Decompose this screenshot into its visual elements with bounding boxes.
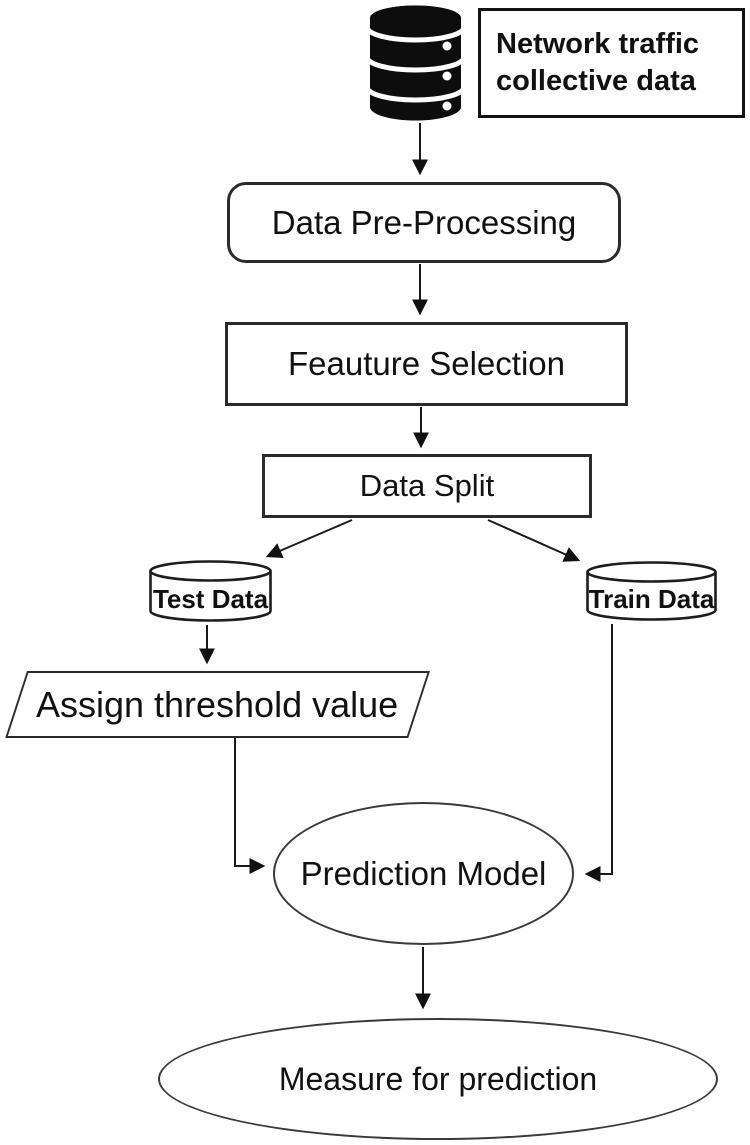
node-data-preprocessing: Data Pre-Processing [227,182,621,263]
cylinder-shape [586,561,717,621]
node-prediction-model: Prediction Model [273,802,574,945]
node-data-split-label: Data Split [359,468,495,503]
edge-split-traindata [487,519,581,562]
source-label-line1: Network traffic [496,28,700,60]
edge-split-testdata [265,519,353,558]
edge-threshold-prediction [200,735,266,874]
source-label-box: Network traffic collective data [478,8,745,118]
source-label-line2: collective data [496,65,696,97]
node-train-data-label: Train Data [588,583,715,614]
database-icon [364,5,467,121]
node-feature-selection: Feauture Selection [225,322,628,406]
node-test-data-label: Test Data [152,583,269,614]
node-test-data: Test Data [148,560,273,624]
edge-traindata-prediction [584,624,613,882]
node-measure-prediction: Measure for prediction [158,1018,718,1140]
node-measure-prediction-label: Measure for prediction [278,1060,598,1097]
node-assign-threshold: Assign threshold value [5,671,431,738]
node-data-preprocessing-label: Data Pre-Processing [271,203,577,241]
node-feature-selection-label: Feauture Selection [287,345,565,382]
node-train-data: Train Data [585,561,718,623]
node-assign-threshold-label: Assign threshold value [36,683,399,725]
node-prediction-model-label: Prediction Model [300,854,547,892]
node-data-split: Data Split [262,454,592,518]
cylinder-shape [149,560,272,622]
